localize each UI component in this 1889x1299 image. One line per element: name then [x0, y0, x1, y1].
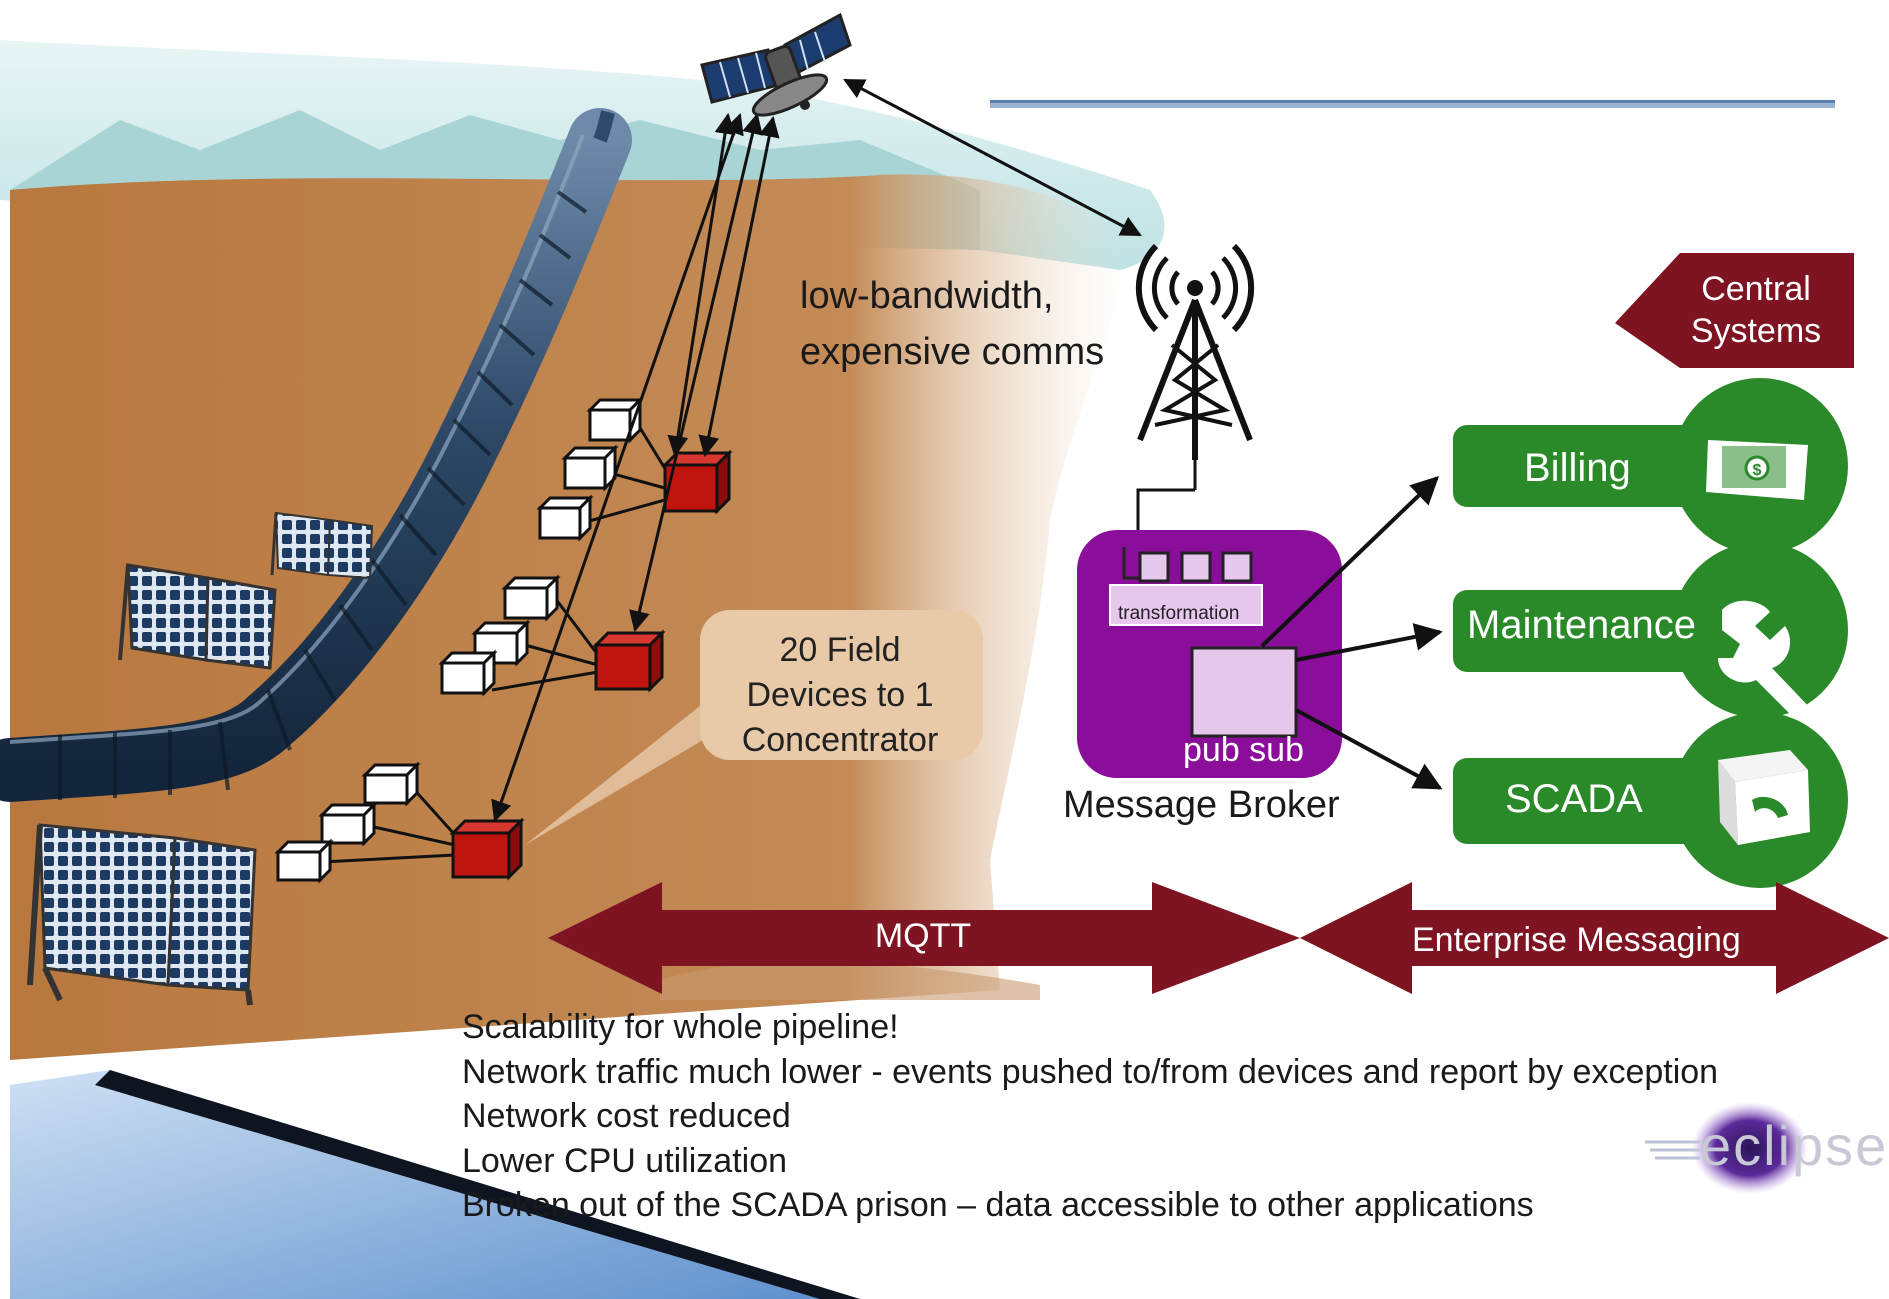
benefit-item: Broken out of the SCADA prison – data ac… — [462, 1186, 1534, 1224]
central-systems-label: Central Systems — [1660, 268, 1852, 352]
benefits-list: Scalability for whole pipeline! Network … — [462, 1005, 1718, 1228]
scada-cube-icon — [1718, 750, 1810, 845]
comms-line-1: low-bandwidth, — [800, 275, 1054, 317]
central-line-2: Systems — [1690, 312, 1822, 350]
radio-tower-icon — [1135, 243, 1255, 545]
concentrator-icon — [592, 629, 666, 693]
mqtt-label: MQTT — [874, 917, 972, 955]
eclipse-logo-text: eclipse — [1700, 1114, 1889, 1177]
queue-icon — [1138, 551, 1253, 583]
central-systems-banner — [1615, 253, 1854, 368]
central-line-1: Central — [1701, 270, 1811, 308]
callout-line-1: 20 Field — [779, 631, 901, 669]
satellite-links — [491, 78, 1142, 822]
message-broker — [1077, 530, 1342, 778]
satellite-icon — [700, 12, 852, 117]
benefit-item: Lower CPU utilization — [462, 1141, 788, 1180]
field-devices-group-3 — [274, 761, 525, 884]
field-device-icon — [274, 838, 334, 884]
svg-text:$: $ — [1753, 462, 1762, 479]
callout-line-2: Devices to 1 — [746, 676, 934, 714]
comms-line-2: expensive comms — [800, 331, 1105, 373]
billing-label: Billing — [1524, 446, 1631, 490]
scada-label: SCADA — [1505, 777, 1643, 821]
maintenance-card[interactable] — [1453, 542, 1848, 718]
benefit-item: Scalability for whole pipeline! — [462, 1008, 899, 1046]
concentrator-callout-text: 20 Field Devices to 1 Concentrator — [705, 628, 975, 763]
broker-outputs — [1260, 476, 1443, 790]
eclipse-logo — [1645, 1102, 1808, 1194]
field-device-icon — [318, 801, 378, 847]
mqtt-double-arrow — [548, 882, 1300, 994]
enterprise-double-arrow — [1300, 882, 1889, 994]
callout-line-3: Concentrator — [741, 721, 939, 759]
money-icon: $ — [1706, 440, 1808, 500]
field-device-icon — [361, 761, 421, 807]
callout-bubble — [700, 610, 983, 760]
benefit-item: Network traffic much lower - events push… — [462, 1052, 1719, 1091]
maintenance-label: Maintenance — [1467, 603, 1697, 647]
comms-label: low-bandwidth, expensive comms — [800, 268, 1104, 380]
pubsub-label: pub sub — [1183, 731, 1304, 769]
enterprise-messaging-label: Enterprise Messaging — [1412, 921, 1741, 959]
transformation-label: transformation — [1118, 603, 1240, 624]
concentrator-icon — [449, 817, 525, 881]
wrench-icon — [1718, 600, 1812, 722]
field-device-icon — [536, 494, 594, 542]
field-device-icon — [438, 649, 498, 697]
solar-panel-icon — [118, 563, 277, 670]
solar-panel-icon — [270, 511, 374, 580]
message-broker-label: Message Broker — [1063, 784, 1340, 826]
solar-panel-icon — [27, 823, 257, 1006]
benefit-item: Network cost reduced — [462, 1097, 791, 1135]
field-device-icon — [501, 574, 561, 622]
field-device-icon — [561, 444, 619, 492]
header-rule — [990, 100, 1835, 108]
